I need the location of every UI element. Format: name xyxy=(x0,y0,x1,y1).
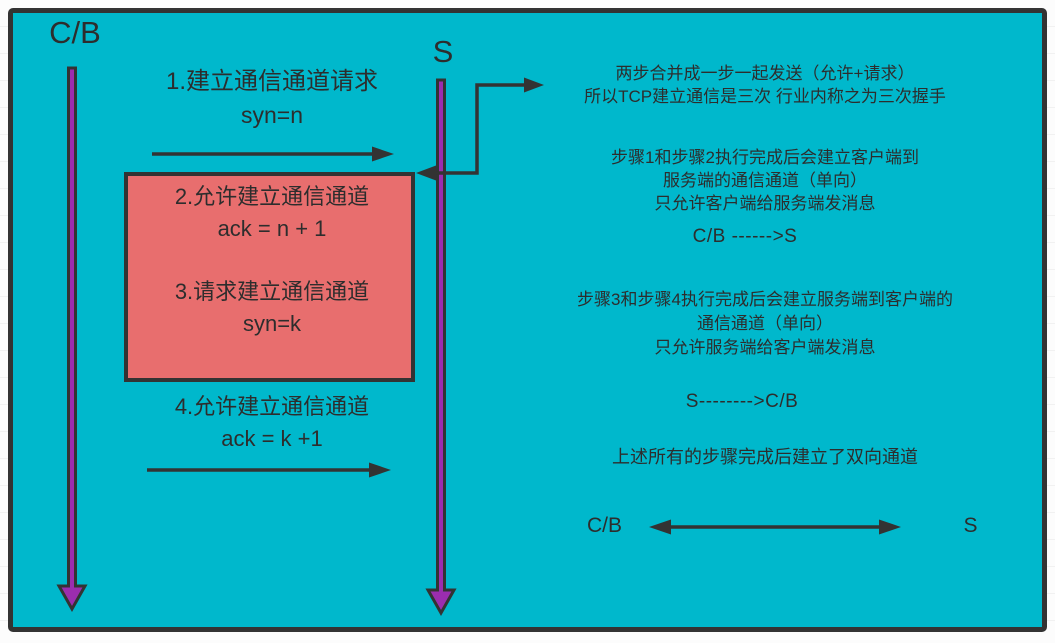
server-lifeline-arrow xyxy=(425,78,457,617)
step3-value: syn=k xyxy=(242,311,302,336)
note-channel2-line1: 步骤3和步骤4执行完成后会建立服务端到客户端的 xyxy=(577,290,953,309)
merged-steps-box xyxy=(124,172,415,382)
step1-title: 1.建立通信通道请求 xyxy=(165,68,378,95)
step2-text: 2.允许建立通信通道 ack = n + 1 xyxy=(117,182,427,244)
bottom-server-label: S xyxy=(963,514,978,537)
step3-text: 3.请求建立通信通道 syn=k xyxy=(117,277,427,339)
step1-text: 1.建立通信通道请求 syn=n xyxy=(117,66,427,130)
channel1-direction: C/B ------>S xyxy=(692,226,798,247)
channel2-direction: S-------->C/B xyxy=(685,391,799,412)
summary-note: 上述所有的步骤完成后建立了双向通道 xyxy=(612,447,918,467)
server-lifeline-label: S xyxy=(432,34,454,69)
client-lifeline-label: C/B xyxy=(49,15,101,50)
note-channel1-line3: 只允许客户端给服务端发消息 xyxy=(654,194,876,213)
note-merged-line1: 两步合并成一步一起发送（允许+请求） xyxy=(615,64,915,83)
step3-title: 3.请求建立通信通道 xyxy=(174,279,370,304)
step2-value: ack = n + 1 xyxy=(217,216,327,241)
step4-value: ack = k +1 xyxy=(221,426,323,451)
note-merged-line2: 所以TCP建立通信是三次 行业内称之为三次握手 xyxy=(584,87,946,106)
merge-callout-connector-icon xyxy=(416,77,544,181)
note-channel1-line1: 步骤1和步骤2执行完成后会建立客户端到 xyxy=(611,148,919,167)
note-channel2-line3: 只允许服务端给客户端发消息 xyxy=(654,338,876,357)
step4-arrow-right-icon xyxy=(147,462,391,478)
step1-value: syn=n xyxy=(240,102,303,128)
note-channel2: 步骤3和步骤4执行完成后会建立服务端到客户端的 通信通道（单向） 只允许服务端给… xyxy=(515,288,1015,360)
step4-text: 4.允许建立通信通道 ack = k +1 xyxy=(117,392,427,454)
step4-title: 4.允许建立通信通道 xyxy=(174,394,370,419)
bottom-client-label: C/B xyxy=(586,514,622,537)
note-channel1: 步骤1和步骤2执行完成后会建立客户端到 服务端的通信通道（单向） 只允许客户端给… xyxy=(515,146,1015,215)
step2-title: 2.允许建立通信通道 xyxy=(174,184,370,209)
step1-arrow-right-icon xyxy=(152,146,394,162)
bidirectional-channel-arrow-icon xyxy=(649,519,901,535)
note-merged: 两步合并成一步一起发送（允许+请求） 所以TCP建立通信是三次 行业内称之为三次… xyxy=(515,62,1015,108)
note-channel1-line2: 服务端的通信通道（单向） xyxy=(663,171,867,190)
note-channel2-line2: 通信通道（单向） xyxy=(697,314,833,333)
client-lifeline-arrow xyxy=(56,66,88,613)
